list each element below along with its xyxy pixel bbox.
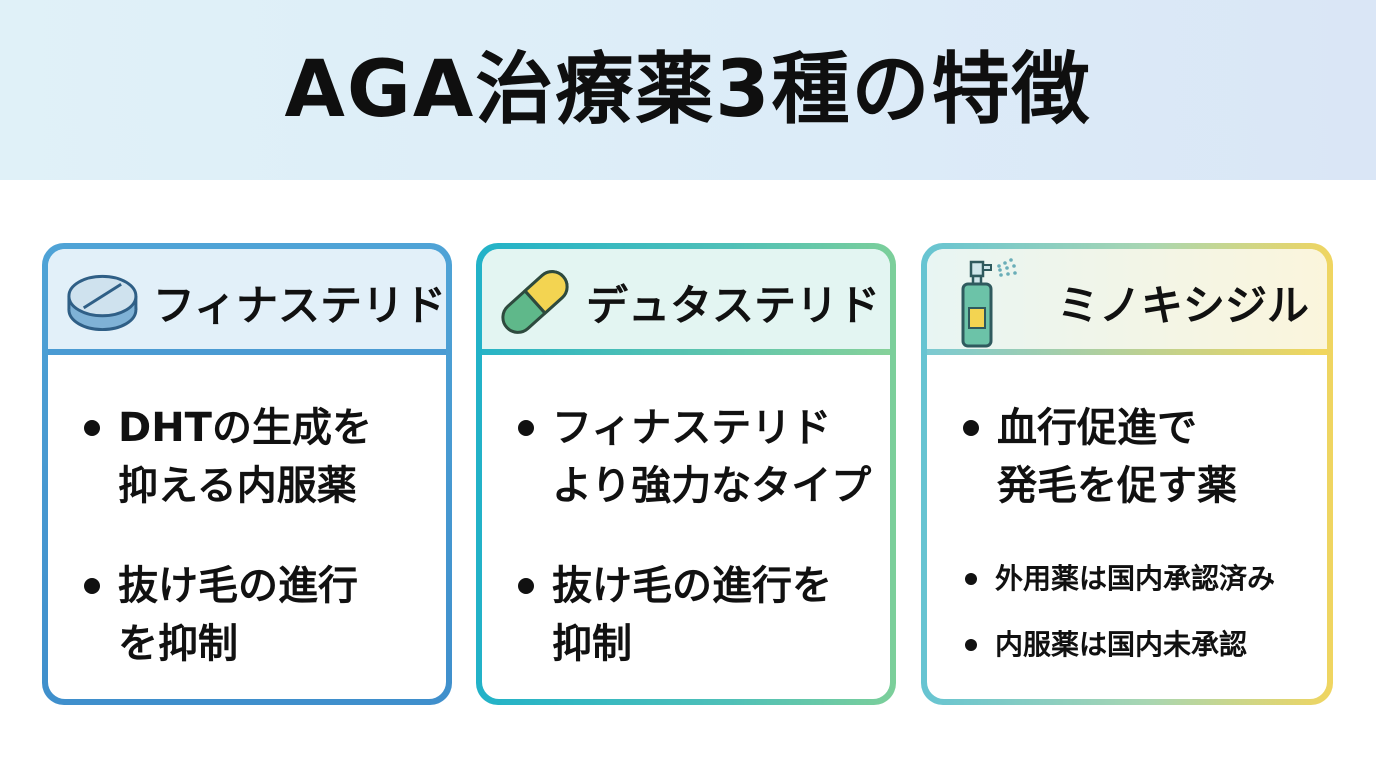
card-header: ミノキシジル	[927, 249, 1327, 355]
list-item: 抜け毛の進行を 抑制	[518, 557, 832, 673]
list-item: DHTの生成を 抑える内服薬	[84, 399, 372, 515]
card-header: フィナステリド	[48, 249, 446, 355]
card-title: フィナステリド	[152, 280, 446, 330]
card-title: デュタステリド	[586, 280, 881, 330]
list-item: 血行促進で 発毛を促す薬	[963, 399, 1237, 515]
list-item: 内服薬は国内未承認	[965, 625, 1247, 665]
bullet-dot	[84, 420, 100, 436]
page-title: AGA治療薬3種の特徴	[284, 45, 1092, 135]
tablet-icon	[67, 274, 138, 332]
list-item: 外用薬は国内承認済み	[965, 559, 1275, 599]
bullet-dot	[963, 420, 979, 436]
bullet-dot	[84, 578, 100, 594]
card-header: デュタステリド	[482, 249, 890, 355]
card-title: ミノキシジル	[1057, 280, 1310, 330]
list-item: フィナステリド より強力なタイプ	[518, 399, 871, 515]
card-finasteride: フィナステリド DHTの生成を 抑える内服薬 抜け毛の進行 を抑制	[42, 243, 452, 705]
bullet-dot	[518, 578, 534, 594]
bullet-dot	[965, 639, 977, 651]
header-banner: AGA治療薬3種の特徴	[0, 0, 1376, 180]
bullet-dot	[518, 420, 534, 436]
capsule-icon	[501, 270, 569, 334]
card-dutasteride: デュタステリド フィナステリド より強力なタイプ 抜け毛の進行を 抑制	[476, 243, 896, 705]
card-minoxidil: ミノキシジル 血行促進で 発毛を促す薬 外用薬は国内承認済み 内服薬は国内未承認	[921, 243, 1333, 705]
bullet-dot	[965, 573, 977, 585]
list-item: 抜け毛の進行 を抑制	[84, 557, 358, 673]
spray-bottle-icon	[961, 258, 1017, 348]
